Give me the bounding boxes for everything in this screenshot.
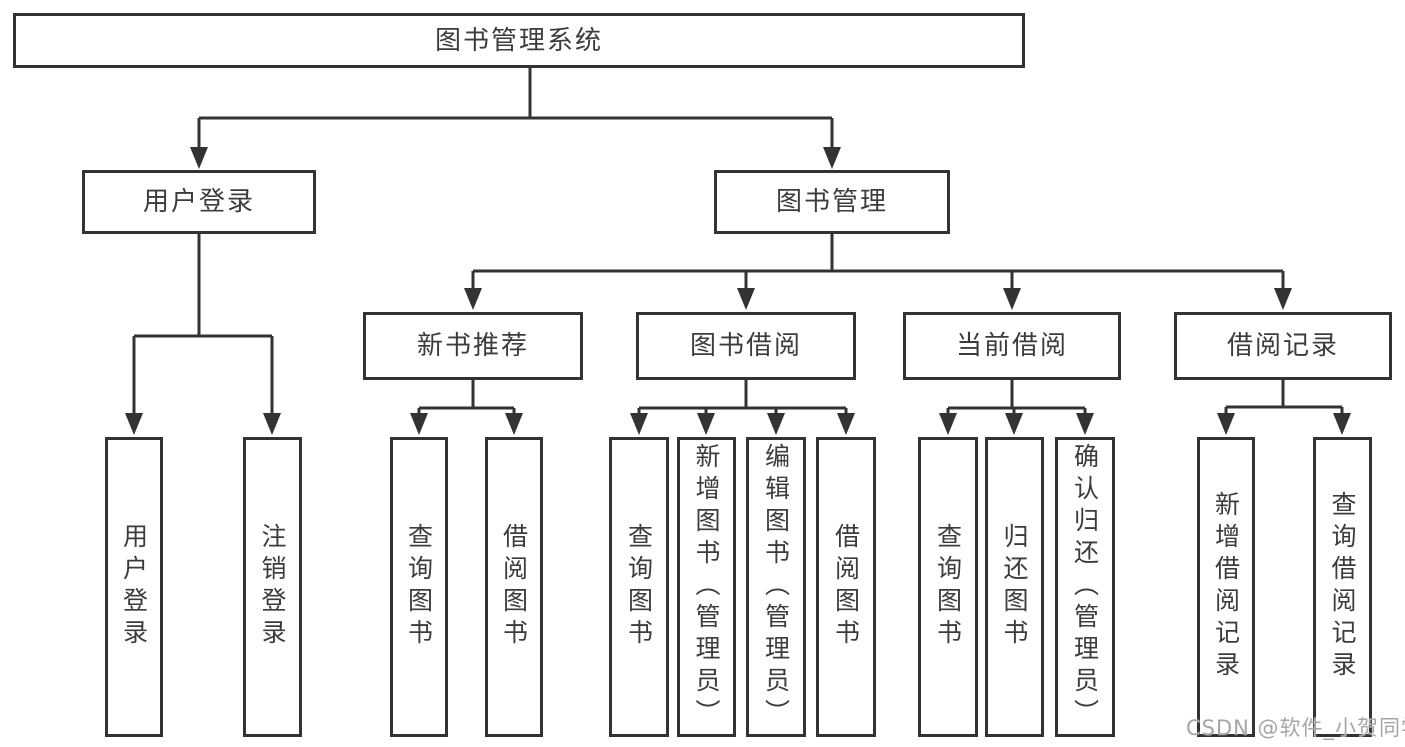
node-edit-book-admin: 编辑图书（管理员） (746, 437, 806, 737)
node-label: 图书管理 (775, 187, 888, 217)
connector-user-login (132, 234, 274, 416)
node-user-login-action: 用户登录 (105, 437, 163, 737)
node-logout-action: 注销登录 (243, 437, 302, 737)
arrowhead-icon (767, 413, 785, 435)
node-label: 图书借阅 (689, 331, 802, 361)
connector-current-borrowing (946, 380, 1087, 416)
arrowhead-icon (697, 413, 715, 435)
arrowhead-icon (823, 147, 841, 169)
arrowhead-icon (837, 413, 855, 435)
arrowhead-icon (1076, 413, 1094, 435)
node-label: 借阅图书 (831, 523, 861, 651)
node-book-borrowing: 图书借阅 (636, 312, 856, 380)
connector-new-book (417, 380, 516, 416)
arrowhead-icon (464, 288, 482, 310)
arrowhead-icon (263, 413, 281, 435)
node-label: 新增借阅记录 (1211, 491, 1241, 683)
arrowhead-icon (737, 288, 755, 310)
node-current-borrowing: 当前借阅 (903, 312, 1121, 380)
node-add-book-admin: 新增图书（管理员） (677, 437, 736, 737)
node-borrow-books: 借阅图书 (485, 437, 543, 737)
node-label: 用户登录 (142, 187, 255, 217)
node-label: 图书管理系统 (434, 25, 603, 56)
node-add-borrowing-record: 新增借阅记录 (1197, 437, 1255, 737)
node-label: 用户登录 (119, 523, 149, 651)
arrowhead-icon (1005, 413, 1023, 435)
node-return-books: 归还图书 (985, 437, 1044, 737)
node-label: 确认归还（管理员） (1070, 443, 1100, 731)
node-query-books: 查询图书 (390, 437, 448, 737)
node-new-book-recommendation: 新书推荐 (363, 312, 583, 380)
connector-book-borrowing (637, 380, 848, 416)
arrowhead-icon (1274, 288, 1292, 310)
node-query-books: 查询图书 (918, 437, 978, 737)
node-user-login: 用户登录 (82, 170, 316, 234)
arrowhead-icon (505, 413, 523, 435)
node-label: 查询借阅记录 (1328, 491, 1357, 683)
node-label: 借阅图书 (499, 523, 529, 651)
connector-root (197, 68, 834, 150)
node-label: 新书推荐 (416, 331, 529, 361)
node-borrow-books: 借阅图书 (816, 437, 876, 737)
node-confirm-return-admin: 确认归还（管理员） (1055, 437, 1115, 737)
node-label: 查询图书 (624, 523, 654, 651)
node-borrowing-records: 借阅记录 (1174, 312, 1392, 380)
connector-book-management (471, 234, 1285, 291)
arrowhead-icon (190, 147, 208, 169)
node-label: 当前借阅 (955, 331, 1068, 361)
node-label: 查询图书 (404, 523, 434, 651)
arrowhead-icon (1003, 288, 1021, 310)
connector-borrowing-records (1224, 380, 1344, 416)
node-label: 新增图书（管理员） (692, 443, 721, 731)
node-label: 借阅记录 (1226, 331, 1339, 361)
arrowhead-icon (1333, 413, 1351, 435)
node-label: 查询图书 (933, 523, 963, 651)
node-query-borrowing-record: 查询借阅记录 (1313, 437, 1372, 737)
node-label: 编辑图书（管理员） (761, 443, 791, 731)
arrowhead-icon (125, 413, 143, 435)
arrowhead-icon (1217, 413, 1235, 435)
arrowhead-icon (630, 413, 648, 435)
arrowhead-icon (410, 413, 428, 435)
node-label: 归还图书 (1000, 523, 1029, 651)
node-book-management: 图书管理 (714, 170, 950, 234)
node-query-books: 查询图书 (609, 437, 669, 737)
node-library-management-system: 图书管理系统 (13, 13, 1025, 68)
node-label: 注销登录 (258, 523, 287, 651)
csdn-watermark: CSDN @软件_小贺同学 (1186, 716, 1405, 740)
arrowhead-icon (939, 413, 957, 435)
